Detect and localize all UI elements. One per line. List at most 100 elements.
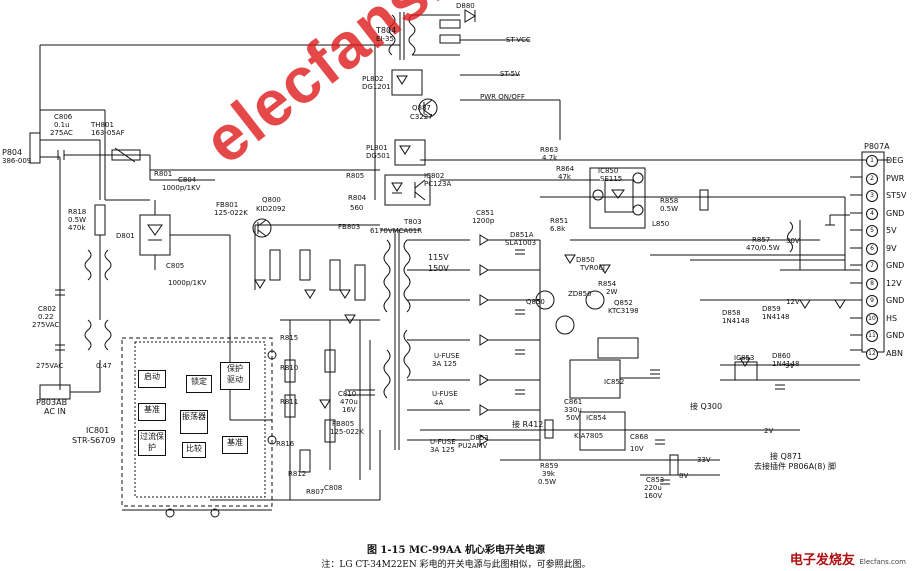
bridge-rectifier-d801	[139, 200, 230, 270]
label-c801-val: 0.47	[96, 362, 112, 370]
optocoupler-ic802	[384, 174, 431, 206]
connector-pin-number: 1	[866, 155, 878, 167]
label-r858: R858	[660, 197, 679, 205]
label-ic852: IC852	[604, 378, 625, 386]
label-q871: 接 Q871	[770, 452, 803, 461]
label-r859: R859	[540, 462, 559, 470]
label-q800-part: KID2092	[256, 205, 286, 213]
ic-block-osc: 振荡器	[180, 410, 208, 434]
connector-pin-label: PWR	[886, 173, 905, 183]
label-d850: D850	[576, 256, 595, 264]
label-l850: L850	[652, 220, 670, 228]
label-12v: 12V	[786, 298, 800, 306]
label-ac-in: AC IN	[44, 407, 66, 416]
label-c806-val: 0.1u	[54, 121, 70, 129]
label-c861-val: 330u	[564, 406, 582, 414]
transistor-q887	[418, 98, 438, 118]
label-d858-part: 1N4148	[722, 317, 750, 325]
label-fb801-val: 125-022K	[214, 209, 248, 217]
label-c861-v: 50V	[566, 414, 580, 422]
label-d860-part: 1N4148	[772, 360, 800, 368]
label-d850-part: TVR06J	[580, 264, 605, 272]
label-ic850: IC850	[598, 167, 619, 175]
label-r818-val: 0.5W	[68, 216, 87, 224]
label-r816: R816	[276, 440, 295, 448]
label-ic801-part: STR-S6709	[72, 436, 116, 445]
connector-pin-number: 9	[866, 295, 878, 307]
label-c804-val: 1000p/1KV	[162, 184, 201, 192]
label-c810-v: 16V	[342, 406, 356, 414]
label-pl801: PL801	[366, 144, 388, 152]
label-q887: Q887	[412, 104, 431, 112]
label-ic854: IC854	[586, 414, 607, 422]
label-r857-val: 470/0.5W	[746, 244, 780, 252]
label-r804-val: 560	[350, 204, 364, 212]
primary-control-circuit	[210, 224, 381, 501]
connector-pin-number: 7	[866, 260, 878, 272]
label-9v: 9V	[785, 362, 795, 370]
label-q852-part: KTC3198	[608, 307, 639, 315]
label-t803-part: 6170VMCA01R	[370, 227, 423, 235]
label-r412: 接 R412	[512, 420, 544, 429]
label-fb805-val: 125-022K	[330, 428, 364, 436]
label-st-5v: ST-5V	[500, 70, 520, 78]
ic-block-overcurrent: 过流保护	[138, 430, 166, 456]
label-r858-val: 0.5W	[660, 205, 679, 213]
label-c810-val: 470u	[340, 398, 358, 406]
label-r818: R818	[68, 208, 87, 216]
connector-p807a-name: P807A	[864, 142, 890, 151]
ic-block-ref: 基准	[222, 436, 248, 454]
label-r804: R804	[348, 194, 367, 202]
ac-input-section	[29, 109, 150, 400]
label-pwr-onoff: PWR ON/OFF	[480, 93, 525, 101]
label-r807: R807	[306, 488, 325, 496]
label-2v: 2V	[764, 427, 774, 435]
label-d853: D853	[470, 434, 489, 442]
figure-caption: 图 1-15 MC-99AA 机心彩电开关电源	[366, 545, 546, 556]
connector-pin-label: 9V	[886, 243, 897, 253]
connector-pin-number: 8	[866, 277, 878, 290]
label-r815: R815	[280, 334, 299, 342]
label-ic801: IC801	[86, 426, 110, 435]
label-d859: D859	[762, 305, 781, 313]
label-c804: C804	[178, 176, 197, 184]
label-c801-v: 275VAC	[36, 362, 64, 370]
label-c853-val: 220u	[644, 484, 662, 492]
label-r854: R854	[598, 280, 617, 288]
label-u-fuse2-val: 4A	[434, 399, 444, 407]
label-u-fuse2: U-FUSE	[432, 390, 458, 398]
ic-block-start: 启动	[138, 370, 166, 388]
label-r810: R810	[280, 364, 299, 372]
connector-pin-label: GND	[886, 208, 905, 218]
label-fb801: FB801	[216, 201, 239, 209]
label-p804: P804	[2, 148, 23, 157]
label-c868: C868	[630, 433, 649, 441]
label-r801: R801	[154, 170, 173, 178]
label-q850: Q850	[526, 298, 545, 306]
transistor-q800	[252, 218, 272, 238]
label-u-fuse1-val: 3A 125	[432, 360, 457, 368]
label-r854-val: 2W	[606, 288, 618, 296]
connector-pin-number: 4	[866, 207, 878, 220]
corner-logo-text: 电子发烧友	[789, 553, 855, 568]
label-33v: 33V	[697, 456, 711, 464]
label-r863-val: 4.7k	[542, 154, 558, 162]
ic-block-protect: 保护	[227, 364, 243, 373]
label-c802-v: 275VAC	[32, 321, 60, 329]
label-d880: D880	[456, 2, 475, 10]
label-q300: 接 Q300	[690, 402, 723, 411]
label-st-vcc: ST-VCC	[506, 36, 531, 44]
ic-block-latch: 锁定	[186, 375, 212, 393]
connector-pin-label: ST5V	[886, 191, 907, 200]
label-c810: C810	[338, 390, 357, 398]
corner-logo: 电子发烧友 Elecfans.com	[790, 549, 906, 568]
photo-coupler-pl801	[394, 139, 426, 166]
label-d801: D801	[116, 232, 135, 240]
label-q887-part: C3227	[410, 113, 433, 121]
connector-pin-number: 3	[866, 190, 878, 202]
connector-pin-label: ABN	[886, 348, 903, 358]
label-q852: Q852	[614, 299, 633, 307]
label-r857: R857	[752, 236, 771, 244]
label-d859-part: 1N4148	[762, 313, 790, 321]
